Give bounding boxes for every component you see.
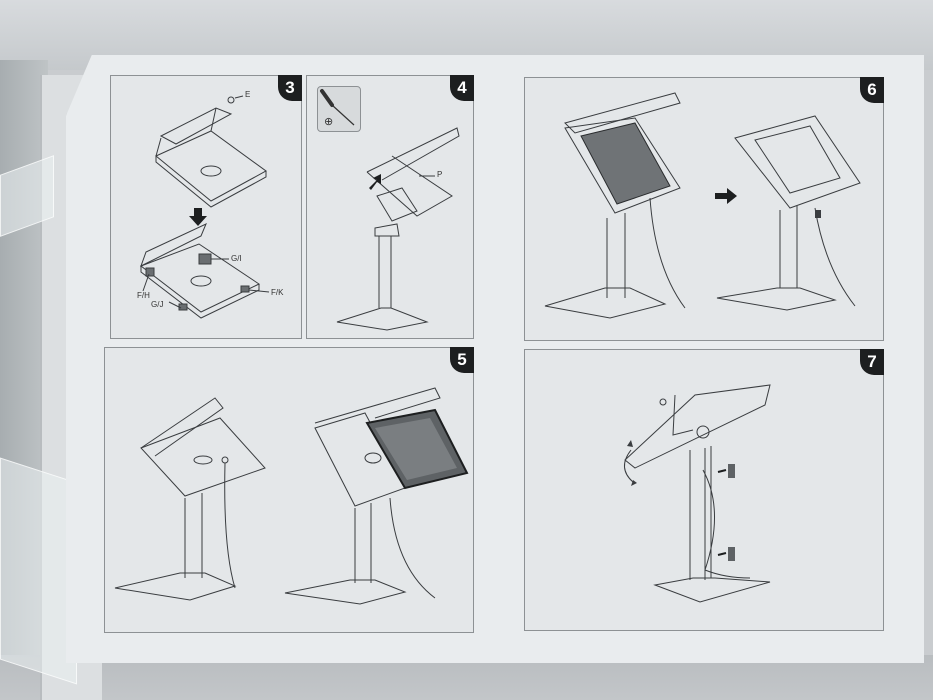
step-6-badge: 6 xyxy=(860,77,884,103)
step-4-panel: 4 ⊕ P xyxy=(306,75,474,339)
tablet-screen xyxy=(375,418,457,480)
screwdriver-icon xyxy=(320,89,355,126)
step-5-badge: 5 xyxy=(450,347,474,373)
label-E: E xyxy=(245,90,251,99)
step-7-panel: 7 xyxy=(524,349,884,631)
down-left-arrow-icon xyxy=(369,174,381,190)
right-arrow-icon xyxy=(715,188,737,204)
rotate-arrow-icon xyxy=(627,440,637,486)
tilt-adjust-illustration xyxy=(624,384,771,603)
step-4-badge: 4 xyxy=(450,75,474,101)
insert-tablet-illustration xyxy=(114,387,469,605)
step-5-panel: 5 xyxy=(104,347,474,633)
label-G-J: G/J xyxy=(151,300,164,309)
instruction-sheet: 3 xyxy=(66,55,924,663)
phillips-icon: ⊕ xyxy=(324,116,334,128)
label-G-I: G/I xyxy=(231,254,242,263)
enclosure-open-illustration xyxy=(139,95,270,319)
tablet-screen xyxy=(580,122,671,205)
step-3-badge: 3 xyxy=(278,75,302,101)
tool-callout: ⊕ xyxy=(317,86,361,132)
pole-mount-illustration xyxy=(336,127,460,331)
cable-cover-clip-bottom xyxy=(728,547,735,561)
cable-cover-clip-top xyxy=(728,464,735,478)
plastic-bag-bottom xyxy=(0,457,77,685)
step-6-panel: 6 xyxy=(524,77,884,341)
label-P: P xyxy=(437,170,443,179)
step-3-panel: 3 xyxy=(110,75,302,339)
close-and-lock-illustration xyxy=(544,92,861,319)
key-icon xyxy=(815,210,821,218)
label-F-K: F/K xyxy=(271,288,284,297)
step-7-badge: 7 xyxy=(860,349,884,375)
label-F-H: F/H xyxy=(137,291,150,300)
down-arrow-icon xyxy=(189,208,207,226)
